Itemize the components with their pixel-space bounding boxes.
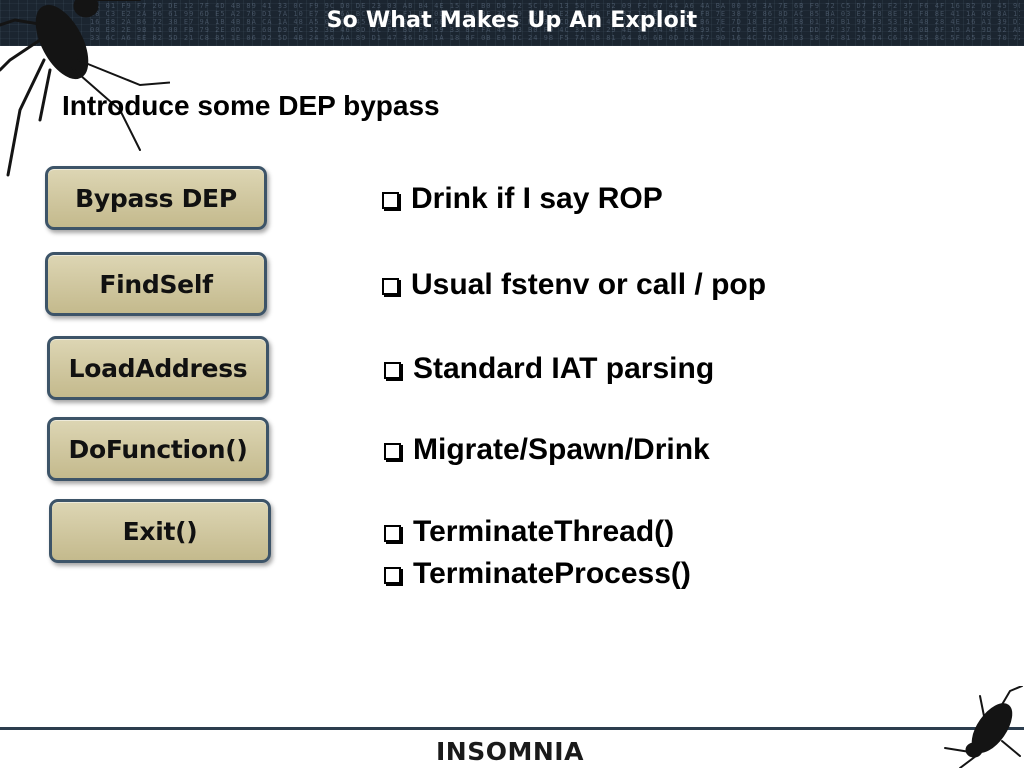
bullet-item: Migrate/Spawn/Drink	[384, 433, 710, 467]
bullet-text: TerminateThread()	[413, 515, 675, 548]
bullet-item: Drink if I say ROP	[382, 182, 663, 216]
footer-divider	[0, 727, 1024, 730]
bullet-text: Usual fstenv or call / pop	[411, 268, 767, 301]
checkbox-icon	[384, 566, 401, 584]
bullet-text: TerminateProcess()	[413, 557, 691, 590]
step-exit: Exit()	[49, 499, 271, 563]
bullet-text: Migrate/Spawn/Drink	[413, 433, 710, 466]
bullet-text: Drink if I say ROP	[411, 182, 663, 215]
bullet-text: Standard IAT parsing	[413, 352, 715, 385]
bullet-item: TerminateProcess()	[384, 557, 691, 591]
step-loadaddress: LoadAddress	[47, 336, 269, 400]
bullet-item: TerminateThread()	[384, 515, 674, 549]
step-bypass-dep: Bypass DEP	[45, 166, 267, 230]
checkbox-icon	[384, 442, 401, 460]
hex-dump-decoration: 6A 01 F9 F7 20 DE 12 7F 4D 4B 89 41 33 0…	[90, 2, 1020, 42]
slide-title: Introduce some DEP bypass	[62, 90, 440, 121]
step-findself: FindSelf	[45, 252, 267, 316]
cockroach-icon	[0, 0, 170, 177]
header-bar: 6A 01 F9 F7 20 DE 12 7F 4D 4B 89 41 33 0…	[0, 0, 1024, 46]
step-dofunction: DoFunction()	[47, 417, 269, 481]
bullet-item: Standard IAT parsing	[384, 352, 714, 386]
bullet-item: Usual fstenv or call / pop	[382, 268, 766, 302]
insomnia-logo: INSOMNIA	[436, 737, 584, 766]
cockroach-icon	[944, 686, 1023, 768]
checkbox-icon	[382, 277, 399, 295]
checkbox-icon	[382, 191, 399, 209]
checkbox-icon	[384, 524, 401, 542]
checkbox-icon	[384, 361, 401, 379]
header-title: So What Makes Up An Exploit	[326, 8, 698, 33]
